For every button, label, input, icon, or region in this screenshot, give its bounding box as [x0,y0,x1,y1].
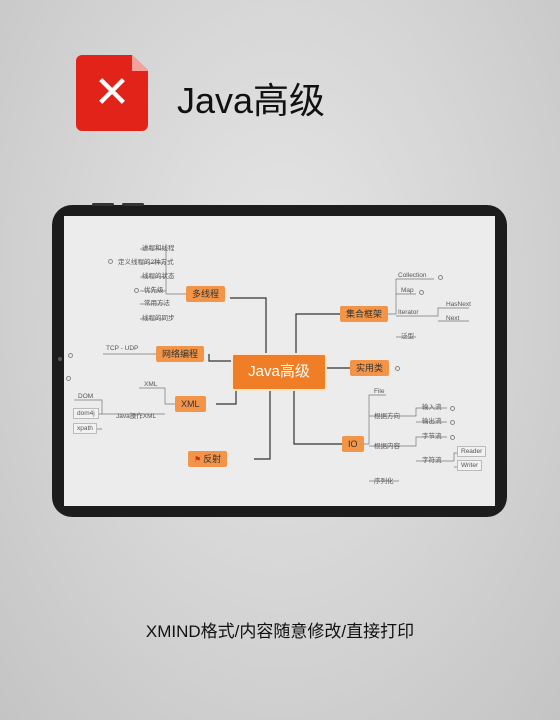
subtopic[interactable]: 根据内容 [374,443,400,450]
subtopic[interactable]: 进程和线程 [142,245,175,252]
topic-io[interactable]: IO [342,436,364,452]
topic-reflection[interactable]: ⚑反射 [188,451,228,467]
subtopic[interactable]: xpath [73,423,97,434]
topic-network-programming[interactable]: 网络编程 [156,346,205,362]
subtopic[interactable]: DOM [78,393,94,400]
subtopic[interactable]: Writer [457,460,483,471]
subtopic[interactable]: Collection [398,272,427,279]
subtopic[interactable]: Next [446,315,460,322]
subtopic[interactable]: 线程的状态 [142,273,175,280]
subtopic[interactable]: 常用方法 [144,300,170,307]
subtopic[interactable]: dom4j [73,408,99,419]
topic-collections[interactable]: 集合框架 [340,306,389,322]
subtopic[interactable]: TCP - UDP [106,345,139,352]
subtopic[interactable]: 输入流 [422,404,442,411]
page-title: Java高级 [177,80,326,121]
subtopic[interactable]: 根据方向 [374,413,400,420]
collapse-icon[interactable] [108,259,113,264]
collapse-icon[interactable] [450,406,455,411]
collapse-icon[interactable] [395,366,400,371]
collapse-icon[interactable] [438,275,443,280]
collapse-icon[interactable] [134,288,139,293]
subtopic[interactable]: Iterator [398,309,419,316]
subtopic[interactable]: Map [401,287,414,294]
tablet-frame: Java高级 多线程 网络编程 XML ⚑反射 进程和线程 定义线程的2种方式 … [52,203,507,517]
subtopic[interactable]: 字符流 [422,457,442,464]
collapse-icon[interactable] [419,290,424,295]
tablet-button [122,203,144,206]
collapse-icon[interactable] [450,435,455,440]
topic-multithreading[interactable]: 多线程 [186,286,226,302]
subtopic[interactable]: Reader [457,446,487,457]
subtopic[interactable]: 输出流 [422,418,442,425]
mindmap-canvas: Java高级 多线程 网络编程 XML ⚑反射 进程和线程 定义线程的2种方式 … [64,216,495,506]
subtopic[interactable]: HasNext [446,301,471,308]
subtopic[interactable]: 定义线程的2种方式 [118,259,174,266]
subtopic[interactable]: 序列化 [374,478,394,485]
central-topic[interactable]: Java高级 [231,353,327,391]
collapse-icon[interactable] [450,420,455,425]
xmind-x-icon: ✕ [93,67,131,118]
topic-utility-classes[interactable]: 实用类 [350,360,390,376]
topic-xml[interactable]: XML [175,396,206,412]
subtopic[interactable]: Java操作XML [116,413,157,420]
collapse-icon[interactable] [68,353,73,358]
topic-reflection-label: 反射 [203,454,222,464]
xmind-logo: ✕ [76,55,148,131]
footer-caption: XMIND格式/内容随意修改/直接打印 [145,622,415,641]
subtopic[interactable]: 线程的同步 [142,315,175,322]
subtopic[interactable]: XML [144,381,158,388]
flag-icon: ⚑ [194,455,202,464]
tablet-button [92,203,114,206]
collapse-icon[interactable] [66,376,71,381]
subtopic[interactable]: File [374,388,385,395]
subtopic[interactable]: 优先级 [144,287,164,294]
subtopic[interactable]: 泛型 [401,333,414,340]
connector-lines [74,248,482,482]
subtopic[interactable]: 字节流 [422,433,442,440]
tablet-camera [58,357,62,361]
